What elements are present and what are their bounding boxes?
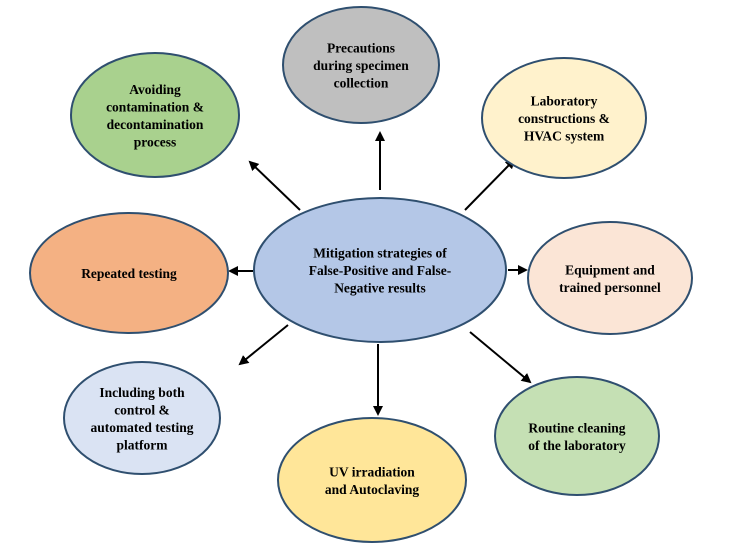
node-precautions-label-line: collection xyxy=(334,76,389,91)
center-node: Mitigation strategies of False-Positive a… xyxy=(253,197,507,343)
node-avoiding-contamination-label: Avoiding contamination & decontamination pr… xyxy=(106,82,204,150)
node-laboratory-hvac: Laboratory constructions & HVAC system xyxy=(481,57,647,179)
center-node-label-line: Mitigation strategies of xyxy=(313,246,447,261)
node-uv-irradiation-label-line: and Autoclaving xyxy=(325,482,419,497)
node-repeated-testing: Repeated testing xyxy=(29,212,229,334)
node-equipment: Equipment and trained personnel xyxy=(527,221,693,335)
node-routine-cleaning-label-line: Routine cleaning xyxy=(528,420,625,435)
center-node-label: Mitigation strategies of False-Positive a… xyxy=(309,246,451,296)
node-precautions-label-line: Precautions xyxy=(327,41,395,56)
node-uv-irradiation-label-line: UV irradiation xyxy=(329,464,415,479)
center-node-label-line: Negative results xyxy=(334,281,426,296)
node-repeated-testing-label: Repeated testing xyxy=(81,266,177,281)
node-uv-irradiation-label: UV irradiation and Autoclaving xyxy=(325,464,419,497)
node-control-automated-shape xyxy=(63,361,221,475)
node-laboratory-hvac-shape xyxy=(481,57,647,179)
node-uv-irradiation-shape xyxy=(277,417,467,543)
node-laboratory-hvac-label-line: HVAC system xyxy=(524,129,605,144)
node-control-automated-label-line: control & xyxy=(114,402,170,417)
node-routine-cleaning: Routine cleaning of the laboratory xyxy=(494,376,660,496)
node-equipment-shape xyxy=(527,221,693,335)
node-precautions-label: Precautions during specimen collection xyxy=(313,41,409,91)
node-precautions: Precautions during specimen collection xyxy=(282,6,440,124)
center-node-label-line: False-Positive and False- xyxy=(309,263,451,278)
node-avoiding-contamination-label-line: Avoiding xyxy=(129,82,181,97)
node-repeated-testing-shape xyxy=(29,212,229,334)
node-avoiding-contamination-label-line: process xyxy=(134,134,177,149)
node-equipment-label-line: trained personnel xyxy=(559,280,661,295)
node-routine-cleaning-shape xyxy=(494,376,660,496)
node-avoiding-contamination-label-line: decontamination xyxy=(107,117,204,132)
arrow-to-routine-cleaning xyxy=(469,331,532,384)
node-avoiding-contamination-shape xyxy=(70,52,240,178)
node-control-automated-label: Including both control & automated testing… xyxy=(90,385,193,453)
arrow-to-control-automated xyxy=(238,324,289,366)
node-laboratory-hvac-label-line: constructions & xyxy=(518,111,610,126)
center-node-shape xyxy=(253,197,507,343)
node-avoiding-contamination-label-line: contamination & xyxy=(106,99,204,114)
node-precautions-label-line: during specimen xyxy=(313,58,409,73)
node-laboratory-hvac-label: Laboratory constructions & HVAC system xyxy=(518,94,610,144)
node-equipment-label: Equipment and trained personnel xyxy=(559,262,661,295)
node-avoiding-contamination: Avoiding contamination & decontamination pr… xyxy=(70,52,240,178)
arrow-to-avoiding-contamination xyxy=(248,160,301,211)
node-control-automated-label-line: platform xyxy=(117,437,169,452)
node-routine-cleaning-label-line: of the laboratory xyxy=(528,438,626,453)
node-precautions-shape xyxy=(282,6,440,124)
arrow-to-laboratory-hvac xyxy=(464,158,516,211)
node-control-automated: Including both control & automated testing… xyxy=(63,361,221,475)
node-laboratory-hvac-label-line: Laboratory xyxy=(531,94,598,109)
node-repeated-testing-label-line: Repeated testing xyxy=(81,266,177,281)
node-routine-cleaning-label: Routine cleaning of the laboratory xyxy=(528,420,626,453)
node-equipment-label-line: Equipment and xyxy=(565,262,655,277)
node-uv-irradiation: UV irradiation and Autoclaving xyxy=(277,417,467,543)
node-control-automated-label-line: Including both xyxy=(99,385,185,400)
node-control-automated-label-line: automated testing xyxy=(90,420,193,435)
